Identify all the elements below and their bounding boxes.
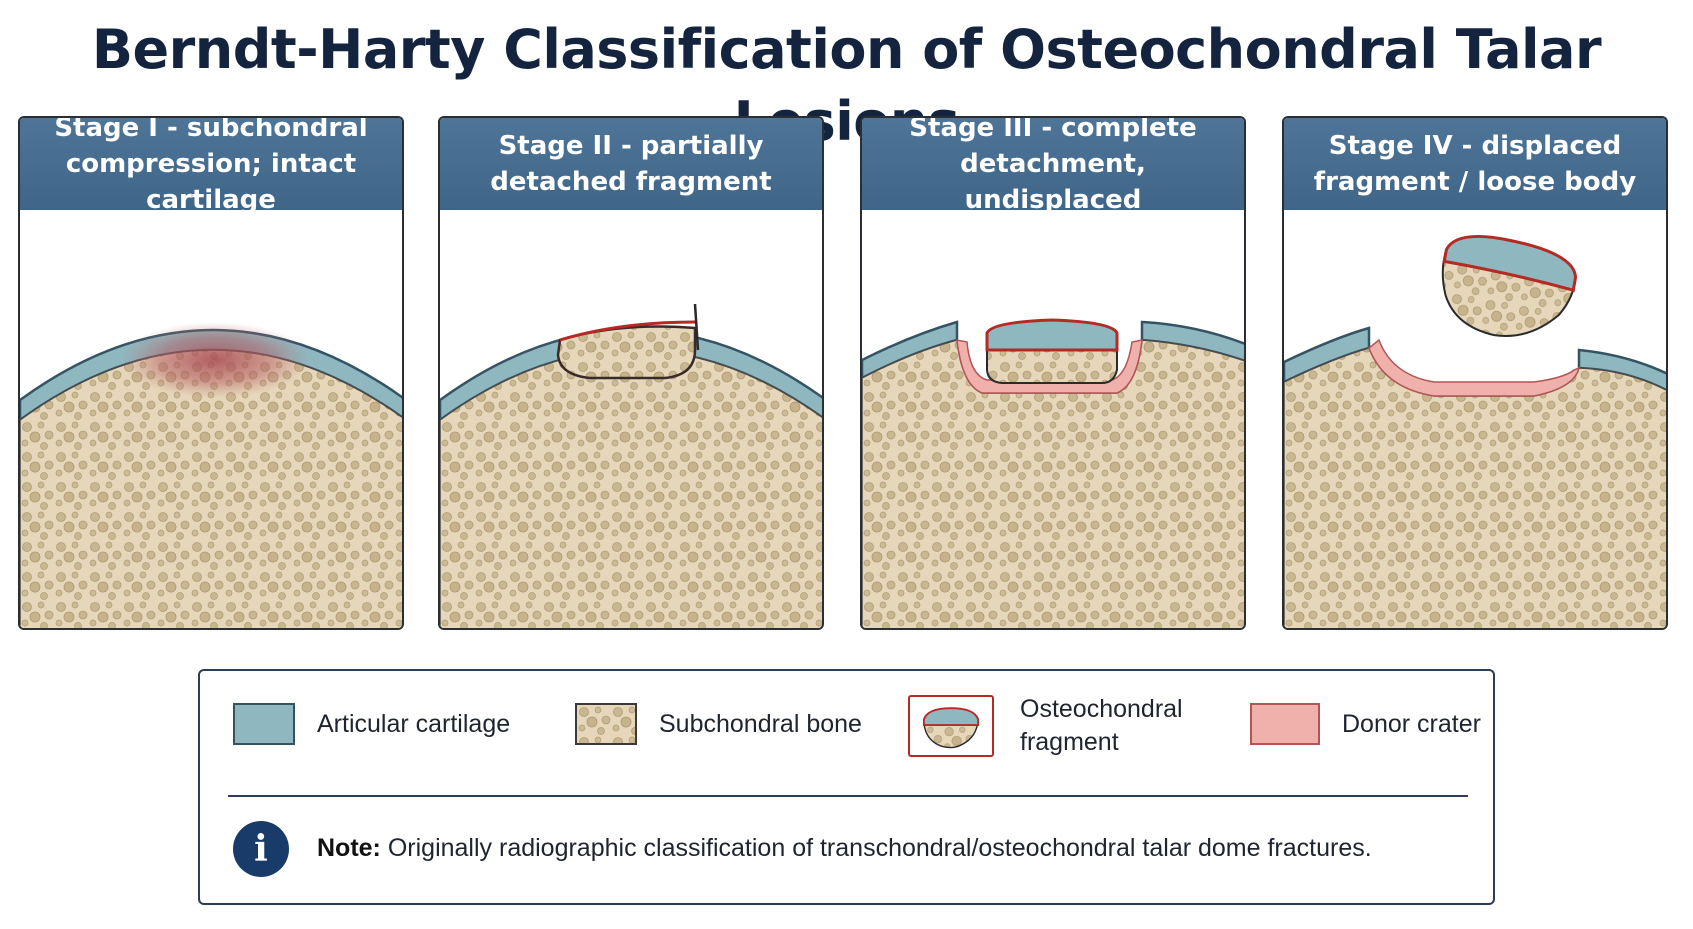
stage-1-panel: Stage I - subchondral compression; intac… <box>18 116 404 630</box>
subchondral-bone <box>440 349 822 628</box>
legend-label-bone: Subchondral bone <box>659 709 862 738</box>
stage-1-title-line2: compression; intact cartilage <box>65 149 357 215</box>
stage-2-illustration <box>440 303 822 628</box>
legend-item-crater: Donor crater <box>1250 703 1481 745</box>
note-text: Note: Originally radiographic classifica… <box>317 834 1372 863</box>
bone-swatch <box>575 703 637 745</box>
fragment-cartilage <box>985 318 1119 352</box>
stage-2-title-line2: detached fragment <box>490 167 772 197</box>
stage-4-panel: Stage IV - displaced fragment / loose bo… <box>1282 116 1668 630</box>
legend-divider <box>228 795 1468 797</box>
stage-2-header: Stage II - partially detached fragment <box>440 118 822 210</box>
note-body: Originally radiographic classification o… <box>387 834 1372 862</box>
legend-label-crater: Donor crater <box>1342 709 1481 738</box>
stage-1-illustration <box>20 322 402 628</box>
stage-3-panel: Stage III - complete detachment, undispl… <box>860 116 1246 630</box>
stage-2-title-line1: Stage II - partially <box>498 131 764 161</box>
legend-item-bone: Subchondral bone <box>575 703 862 745</box>
stage-3-title-line2: detachment, undisplaced <box>960 149 1146 215</box>
stage-2-panel: Stage II - partially detached fragment <box>438 116 824 630</box>
fragment-swatch <box>908 695 994 757</box>
stage-1-title-line1: Stage I - subchondral <box>54 116 368 143</box>
stage-4-title-line1: Stage IV - displaced <box>1328 131 1622 161</box>
stage-4-header: Stage IV - displaced fragment / loose bo… <box>1284 118 1666 210</box>
cartilage-swatch <box>233 703 295 745</box>
note-label: Note: <box>317 834 381 862</box>
stage-1-header: Stage I - subchondral compression; intac… <box>20 116 402 215</box>
legend-label-fragment-line1: Osteochondral <box>1020 695 1183 723</box>
legend-item-fragment: Osteochondral fragment <box>908 693 1183 759</box>
legend-item-cartilage: Articular cartilage <box>233 703 510 745</box>
donor-crater <box>1368 338 1581 397</box>
stage-3-illustration <box>862 318 1244 628</box>
crater-swatch <box>1250 703 1320 745</box>
legend-label-fragment: Osteochondral fragment <box>1020 693 1183 759</box>
subchondral-compression-bruise <box>120 322 310 398</box>
legend-box: Articular cartilage Subchondral bone Ost… <box>198 669 1495 905</box>
loose-body-fragment <box>1441 234 1578 337</box>
legend-label-fragment-line2: fragment <box>1020 728 1119 756</box>
stage-3-title-line1: Stage III - complete <box>909 116 1197 143</box>
fragment-fracture-line <box>559 320 696 342</box>
fragment-hinge <box>693 303 700 351</box>
info-icon: i <box>233 821 289 877</box>
legend-label-cartilage: Articular cartilage <box>317 709 511 738</box>
stage-4-illustration <box>1284 234 1666 628</box>
stage-3-header: Stage III - complete detachment, undispl… <box>862 116 1244 215</box>
stage-4-title-line2: fragment / loose body <box>1313 167 1637 197</box>
